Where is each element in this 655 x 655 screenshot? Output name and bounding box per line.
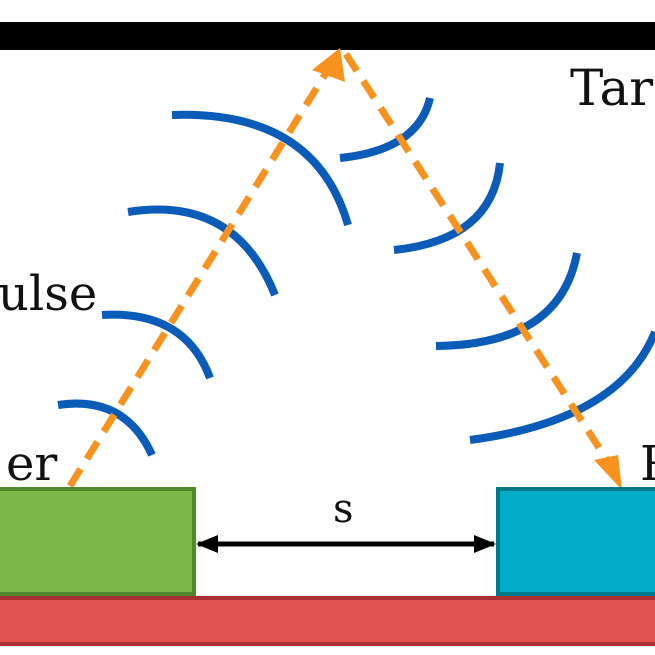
wave-arc xyxy=(127,205,279,297)
transmitted-waves xyxy=(57,110,352,457)
separation-label: s xyxy=(333,486,354,532)
receiver-label: R xyxy=(640,436,655,492)
transmitter-label: er xyxy=(6,436,57,492)
wave-arc xyxy=(101,310,214,380)
wave-arc xyxy=(469,330,655,444)
wave-arc xyxy=(435,252,581,350)
wave-arc xyxy=(339,96,434,162)
target-label: Tar xyxy=(570,59,653,117)
receiver-box xyxy=(496,487,655,596)
incident-ray xyxy=(67,56,337,488)
incident-arrowhead xyxy=(312,48,345,82)
pulse-label: ulse xyxy=(0,266,97,322)
target-bar xyxy=(0,22,655,50)
reflected-arrowhead xyxy=(594,455,622,490)
reflected-waves xyxy=(339,96,655,444)
reflected-ray xyxy=(343,52,615,470)
wave-arc xyxy=(57,399,156,457)
transmitter-box xyxy=(0,487,196,596)
wave-arc xyxy=(171,110,352,227)
ground-bar xyxy=(0,596,655,646)
wave-arc xyxy=(393,162,504,254)
